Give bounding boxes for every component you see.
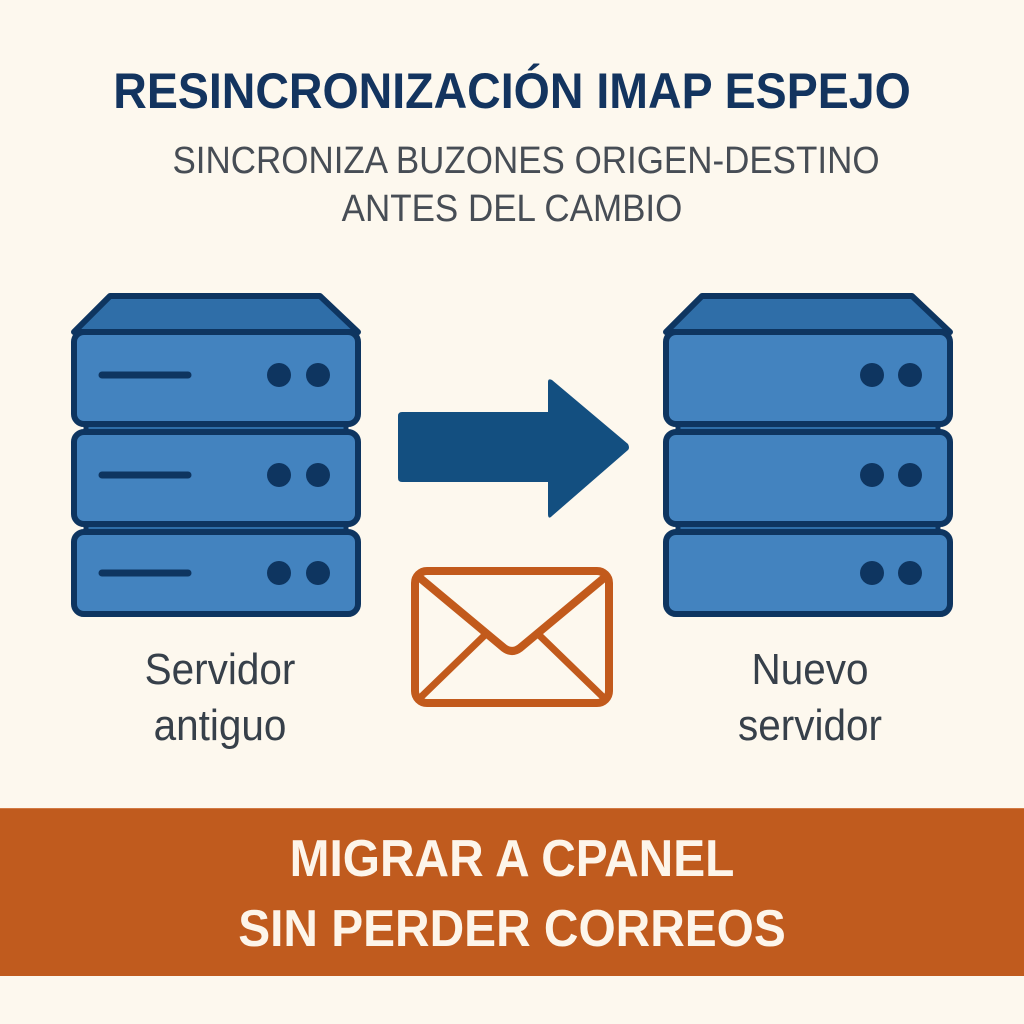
source-label-line-2: antiguo [153, 701, 287, 750]
banner-line-1: MIGRAR A CPANEL [289, 830, 735, 888]
subtitle-line-1: SINCRONIZA BUZONES ORIGEN-DESTINO [172, 140, 880, 182]
target-label-line-2: servidor [738, 701, 882, 750]
source-server-label: Servidor antiguo [110, 642, 331, 754]
banner-line-2: SIN PERDER CORREOS [238, 900, 786, 958]
target-server-icon [662, 292, 954, 618]
bottom-banner: MIGRAR A CPANEL SIN PERDER CORREOS [0, 808, 1024, 976]
right-arrow-icon [398, 378, 630, 525]
target-server-label: Nuevo servidor [700, 642, 921, 754]
source-server-icon [70, 292, 362, 618]
envelope-icon [410, 566, 614, 713]
source-label-line-1: Servidor [144, 645, 296, 694]
target-label-line-1: Nuevo [751, 645, 869, 694]
page-title: RESINCRONIZACIÓN IMAP ESPEJO [113, 63, 911, 119]
subtitle-line-2: ANTES DEL CAMBIO [341, 188, 683, 230]
